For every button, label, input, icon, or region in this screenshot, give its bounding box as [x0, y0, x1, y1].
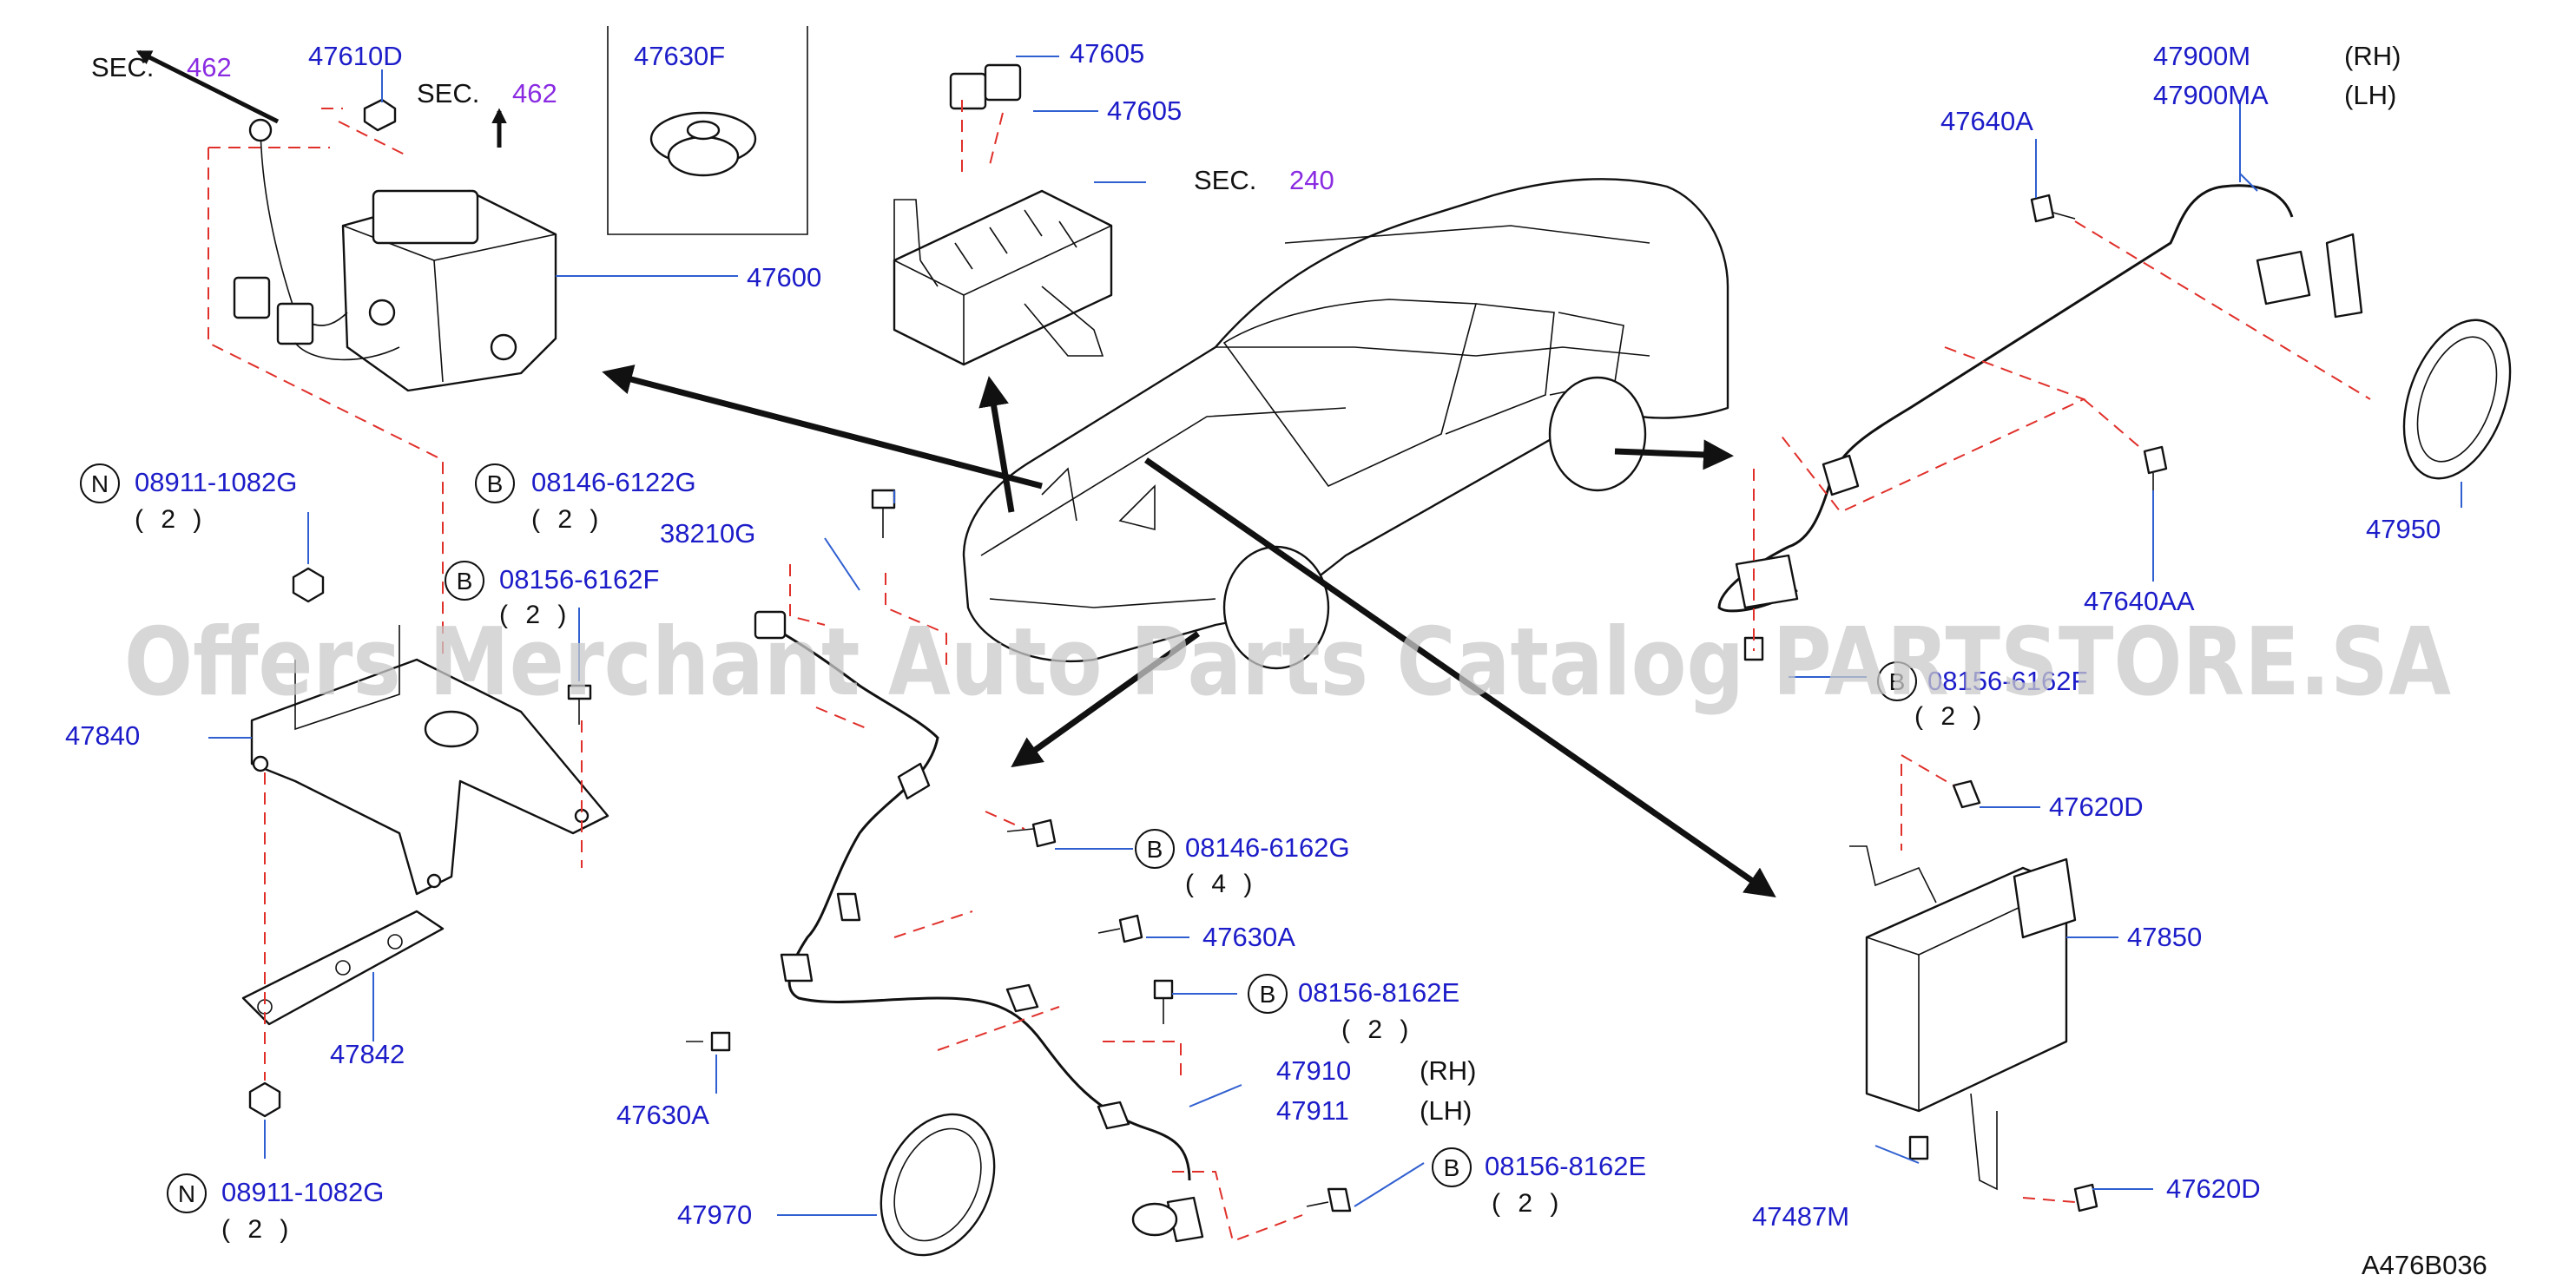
part-label-47911[interactable]: 47911: [1276, 1095, 1349, 1126]
section-number[interactable]: 462: [512, 78, 557, 108]
inset-box-47630F: [607, 26, 808, 235]
symbol-n: N: [178, 1180, 195, 1207]
part-label-47950[interactable]: 47950: [2366, 514, 2441, 544]
side-lh: (LH): [1420, 1095, 1472, 1126]
section-number[interactable]: 462: [187, 52, 232, 82]
part-label-08156-8162E[interactable]: 08156-8162E: [1485, 1151, 1646, 1181]
fasteners: [248, 194, 2168, 1212]
quantity: ( 2 ): [1341, 1015, 1413, 1044]
section-label: SEC.: [417, 78, 479, 108]
part-label-47970[interactable]: 47970: [677, 1199, 752, 1230]
quantity: ( 2 ): [221, 1215, 293, 1244]
part-label-47605[interactable]: 47605: [1070, 38, 1144, 69]
part-label-47910[interactable]: 47910: [1276, 1055, 1351, 1086]
part-label-47620D[interactable]: 47620D: [2049, 792, 2144, 822]
quantity: ( 2 ): [1492, 1189, 1564, 1218]
part-label-47620D[interactable]: 47620D: [2166, 1173, 2261, 1204]
quantity: ( 2 ): [531, 505, 603, 534]
symbol-b: B: [1889, 668, 1906, 695]
section-label: SEC.: [91, 52, 154, 82]
section-number[interactable]: 240: [1289, 165, 1334, 195]
part-label-47840[interactable]: 47840: [65, 720, 140, 751]
front-sensor-harness: [754, 610, 1204, 1243]
vehicle-outline: [962, 178, 1729, 670]
abs-actuator-47600: [233, 98, 557, 392]
part-label-47640AA[interactable]: 47640AA: [2084, 586, 2195, 616]
side-rh: (RH): [2344, 41, 2401, 71]
part-label-47640A[interactable]: 47640A: [1940, 106, 2033, 136]
symbol-b: B: [1147, 836, 1163, 863]
symbol-markers: [80, 463, 1917, 1213]
symbol-b: B: [1260, 981, 1276, 1008]
rear-sensor-harness: [1717, 184, 2363, 613]
symbol-b: B: [457, 568, 473, 595]
symbol-n: N: [91, 470, 109, 497]
control-unit-47850: [1849, 845, 2077, 1191]
part-label-08156-8162E[interactable]: 08156-8162E: [1298, 977, 1459, 1008]
leader-lines: [208, 56, 2462, 1216]
part-label-47900MA[interactable]: 47900MA: [2153, 80, 2269, 110]
part-label-08146-6122G[interactable]: 08146-6122G: [531, 467, 696, 497]
symbol-b: B: [1444, 1154, 1460, 1181]
side-rh: (RH): [1420, 1055, 1476, 1086]
part-label-47630A[interactable]: 47630A: [616, 1100, 709, 1130]
part-label-47610D[interactable]: 47610D: [308, 41, 403, 71]
part-label-08911-1082G[interactable]: 08911-1082G: [135, 467, 297, 497]
plate-47842: [241, 910, 445, 1026]
part-label-08146-6162G[interactable]: 08146-6162G: [1185, 832, 1350, 863]
part-label-08156-6162F[interactable]: 08156-6162F: [499, 564, 659, 595]
side-lh: (LH): [2344, 80, 2396, 110]
part-label-47630F[interactable]: 47630F: [634, 41, 725, 71]
part-label-47842[interactable]: 47842: [330, 1039, 405, 1069]
quantity: ( 2 ): [499, 601, 571, 629]
part-label-47600[interactable]: 47600: [747, 262, 821, 292]
section-label: SEC.: [1194, 165, 1256, 195]
part-label-47900M[interactable]: 47900M: [2153, 41, 2250, 71]
quantity: ( 2 ): [135, 505, 207, 534]
bracket-47840: [250, 625, 609, 896]
diagram-code: A476B036: [2362, 1250, 2487, 1280]
part-label-08911-1082G[interactable]: 08911-1082G: [221, 1177, 384, 1207]
relay-box: [893, 63, 1113, 366]
part-label-47630A[interactable]: 47630A: [1202, 922, 1295, 952]
pointer-arrows: [135, 49, 1776, 897]
quantity: ( 2 ): [1914, 702, 1986, 731]
tone-ring-47970: [880, 1113, 996, 1257]
watermark-text: Offers Merchant Auto Parts Catalog PARTS…: [124, 608, 2451, 717]
tone-ring-47950: [2402, 319, 2512, 480]
part-label-38210G[interactable]: 38210G: [660, 518, 755, 549]
symbol-b: B: [487, 470, 504, 497]
quantity: ( 4 ): [1185, 870, 1257, 898]
part-label-47850[interactable]: 47850: [2127, 922, 2202, 952]
part-label-08156-6162F[interactable]: 08156-6162F: [1927, 666, 2087, 696]
assembly-lines: [208, 100, 2371, 1243]
part-label-47487M[interactable]: 47487M: [1752, 1201, 1849, 1232]
part-label-47605[interactable]: 47605: [1107, 95, 1182, 126]
